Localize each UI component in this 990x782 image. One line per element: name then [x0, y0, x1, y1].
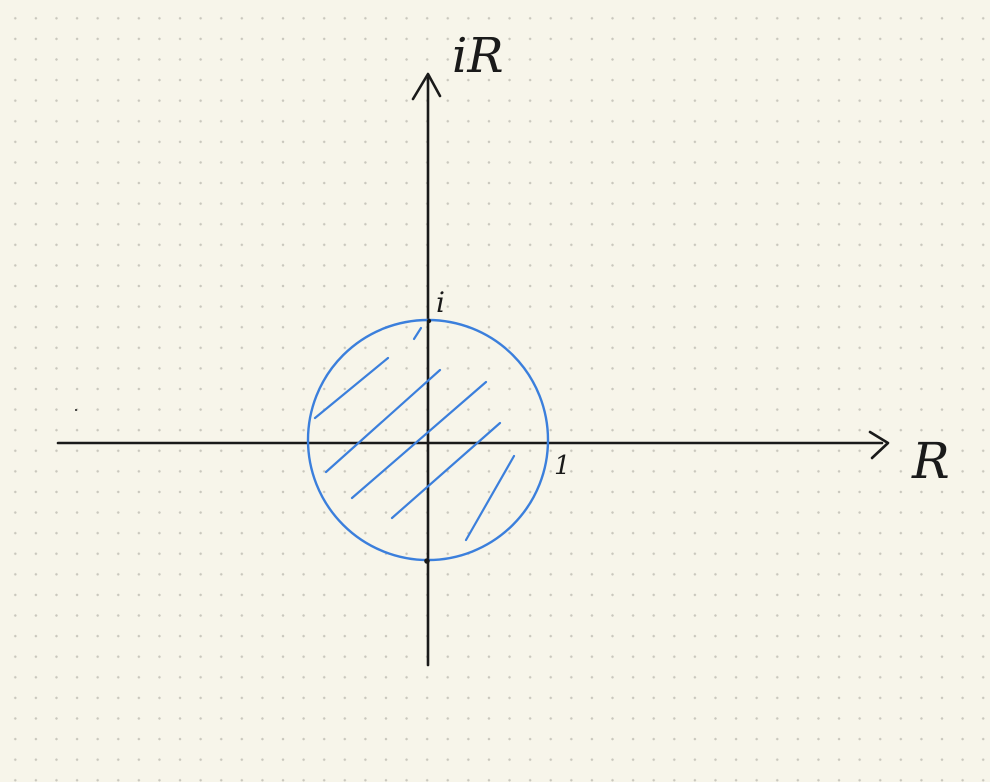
point-i: [426, 318, 432, 324]
real-axis-arrowhead: [868, 430, 890, 460]
hatch-stroke-near-i: [412, 326, 423, 341]
hatch-line: [313, 356, 390, 420]
imaginary-axis-arrowhead: [411, 72, 442, 101]
point-minus-i: [424, 558, 430, 564]
tick-label-one: 1: [554, 451, 571, 481]
stray-dot: [75, 409, 77, 411]
imaginary-axis-label: iR: [452, 28, 504, 84]
hatch-line: [324, 368, 442, 474]
point-label-i: i: [436, 286, 445, 319]
hatch-line: [350, 380, 488, 500]
hatch-line: [390, 421, 502, 520]
disk-hatching: [313, 326, 516, 542]
hatch-line: [464, 454, 516, 542]
real-axis-label: R: [911, 432, 950, 490]
